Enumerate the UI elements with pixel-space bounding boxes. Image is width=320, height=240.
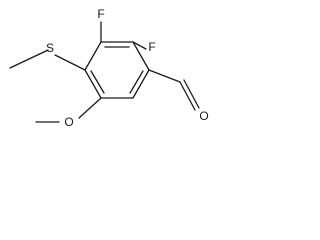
- ring-bond-c6-c1: [84, 41, 102, 71]
- bond-c2-f: [132, 41, 147, 50]
- atom-label-f-top: F: [97, 7, 104, 21]
- bond-cho-o-double: [183, 79, 200, 109]
- atom-label-o-aldehyde: O: [199, 109, 208, 123]
- ring-bond-c2-c3: [132, 41, 150, 71]
- ring-double-c3-c4: [129, 70, 144, 94]
- atom-label-f-right: F: [148, 40, 155, 54]
- atom-label-s: S: [46, 41, 54, 55]
- ring-double-c5-c6: [90, 70, 105, 94]
- bond-cho-o: [179, 81, 196, 111]
- ring-bond-c3-c4: [132, 69, 150, 99]
- atom-label-o-methoxy: O: [64, 115, 73, 129]
- bond-s-methyl: [9, 49, 49, 69]
- bond-c3-cho: [148, 69, 181, 83]
- ring-bond-c5-c6: [84, 69, 102, 99]
- benzene-ring: [84, 41, 150, 99]
- bond-c6-s: [54, 54, 86, 71]
- molecule-structure: F F S O O: [9, 7, 209, 129]
- bond-c5-o: [78, 97, 102, 119]
